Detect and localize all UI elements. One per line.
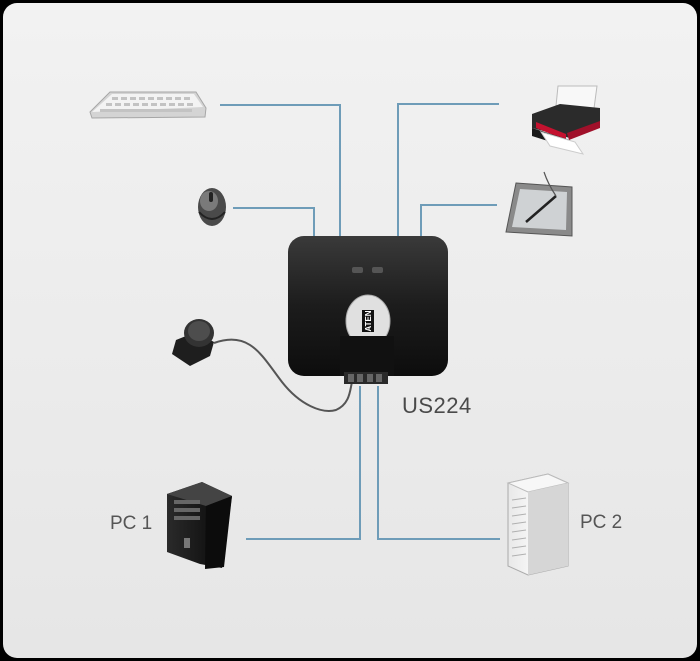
kvm-switch-unit (288, 236, 448, 384)
pc1-cable (246, 386, 361, 540)
mouse-icon (198, 188, 226, 226)
drawing-tablet-icon (505, 171, 573, 237)
cables (220, 103, 500, 540)
pc2-label: PC 2 (580, 512, 623, 533)
mouse-cable (233, 207, 315, 236)
printer-cable (397, 103, 499, 236)
keyboard-cable (220, 104, 341, 236)
keyboard-icon (89, 91, 207, 119)
svg-text:ATEN: ATEN (364, 310, 373, 331)
tower-pc-icon (167, 482, 232, 569)
printer-icon (532, 85, 600, 155)
workstation-pc-icon (506, 473, 570, 576)
pc1-label: PC 1 (110, 513, 153, 534)
remote-port-selector-icon (172, 319, 214, 366)
remote-selector-cable (213, 338, 353, 412)
pc2-cable (377, 386, 500, 540)
product-model-label: US224 (402, 393, 472, 418)
brand-logo: ATEN (362, 310, 374, 332)
tablet-cable (420, 204, 497, 236)
